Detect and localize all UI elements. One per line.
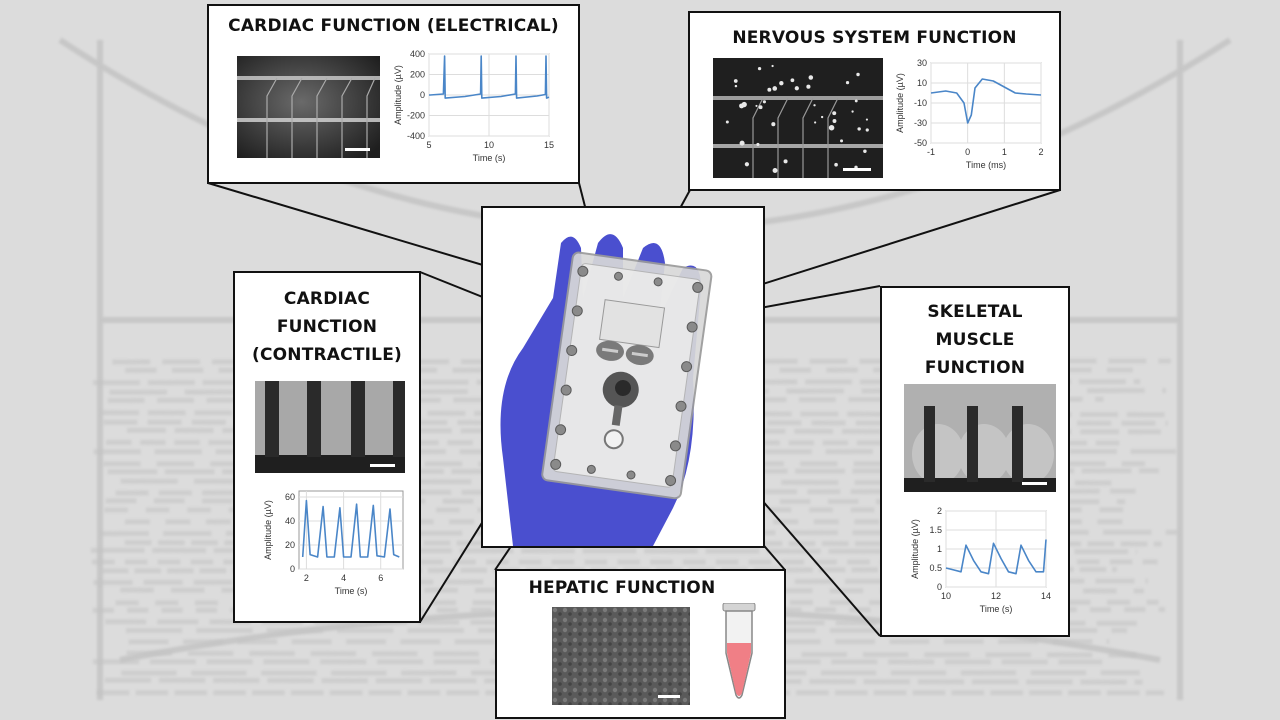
- panel-title-cardiac-contractile: CARDIAC FUNCTION (CONTRACTILE): [235, 285, 419, 369]
- y-tick-label: 0.5: [929, 563, 942, 573]
- x-tick-label: 10: [941, 591, 951, 601]
- scale-bar: [345, 148, 370, 151]
- micrograph-neurons: [713, 58, 883, 178]
- x-tick-label: 14: [1041, 591, 1051, 601]
- x-tick-label: 5: [426, 140, 431, 150]
- title-line: (CONTRACTILE): [252, 345, 402, 365]
- panel-title-nervous-system: NERVOUS SYSTEM FUNCTION: [732, 28, 1017, 48]
- y-tick-label: 2: [937, 506, 942, 516]
- panel-title-cardiac-electrical: CARDIAC FUNCTION (ELECTRICAL): [228, 16, 559, 36]
- y-tick-label: -30: [914, 118, 927, 128]
- x-tick-label: 15: [544, 140, 554, 150]
- title-line: CARDIAC: [283, 289, 371, 309]
- scale-bar: [1022, 482, 1047, 485]
- x-tick-label: 4: [341, 573, 346, 583]
- x-tick-label: 2: [304, 573, 309, 583]
- x-tick-label: 10: [484, 140, 494, 150]
- y-tick-label: 0: [290, 564, 295, 574]
- x-tick-label: 0: [965, 147, 970, 157]
- panel-cardiac-electrical: CARDIAC FUNCTION (ELECTRICAL) 400 200 0 -20…: [207, 4, 580, 184]
- y-tick-label: 60: [285, 492, 295, 502]
- x-tick-label: 12: [991, 591, 1001, 601]
- tube-icon: [722, 603, 756, 699]
- scale-bar: [843, 168, 871, 171]
- scale-bar: [370, 464, 395, 467]
- y-tick-label: -50: [914, 138, 927, 148]
- y-tick-label: 1.5: [929, 525, 942, 535]
- x-tick-label: 2: [1038, 147, 1043, 157]
- x-axis-label: Time (s): [335, 586, 368, 596]
- panel-title-skeletal-muscle: SKELETAL MUSCLE FUNCTION: [882, 298, 1068, 382]
- x-axis-label: Time (s): [980, 604, 1013, 614]
- title-line: MUSCLE: [935, 330, 1015, 350]
- y-tick-label: 200: [410, 70, 425, 80]
- x-tick-label: -1: [927, 147, 935, 157]
- micrograph-skeletal-pillars: [904, 384, 1056, 492]
- y-tick-label: 0: [420, 90, 425, 100]
- y-tick-label: 30: [917, 58, 927, 68]
- y-tick-label: 0: [937, 582, 942, 592]
- y-tick-label: -400: [407, 131, 425, 141]
- x-axis-label: Time (ms): [966, 160, 1006, 170]
- title-line: FUNCTION: [924, 358, 1026, 378]
- device-illustration: [500, 234, 713, 546]
- y-tick-label: -200: [407, 111, 425, 121]
- panel-hepatic: HEPATIC FUNCTION: [495, 569, 786, 719]
- y-tick-label: 20: [285, 540, 295, 550]
- scale-bar: [658, 695, 680, 698]
- panel-device-photo: [481, 206, 765, 548]
- x-tick-label: 1: [1002, 147, 1007, 157]
- y-tick-label: 10: [917, 78, 927, 88]
- series-line: [429, 55, 550, 99]
- micrograph-cardiac-electrical: [237, 56, 380, 158]
- x-axis-label: Time (s): [473, 153, 506, 163]
- y-tick-label: -10: [914, 98, 927, 108]
- panel-title-hepatic: HEPATIC FUNCTION: [528, 578, 716, 598]
- series-line: [945, 539, 1047, 575]
- y-axis-label: Amplitude (µV): [910, 519, 920, 579]
- micrograph-hepatocytes: [552, 607, 690, 705]
- y-axis-label: Amplitude (µV): [393, 65, 403, 125]
- series-line: [301, 499, 400, 558]
- y-axis-label: Amplitude (µV): [895, 73, 905, 133]
- y-tick-label: 40: [285, 516, 295, 526]
- y-axis-label: Amplitude (µV): [263, 500, 273, 560]
- micrograph-cardiac-pillars: [255, 381, 405, 473]
- title-line: SKELETAL: [927, 302, 1023, 322]
- y-tick-label: 1: [937, 544, 942, 554]
- y-tick-label: 400: [410, 49, 425, 59]
- x-tick-label: 6: [378, 573, 383, 583]
- series-line: [930, 78, 1042, 124]
- title-line: FUNCTION: [276, 317, 378, 337]
